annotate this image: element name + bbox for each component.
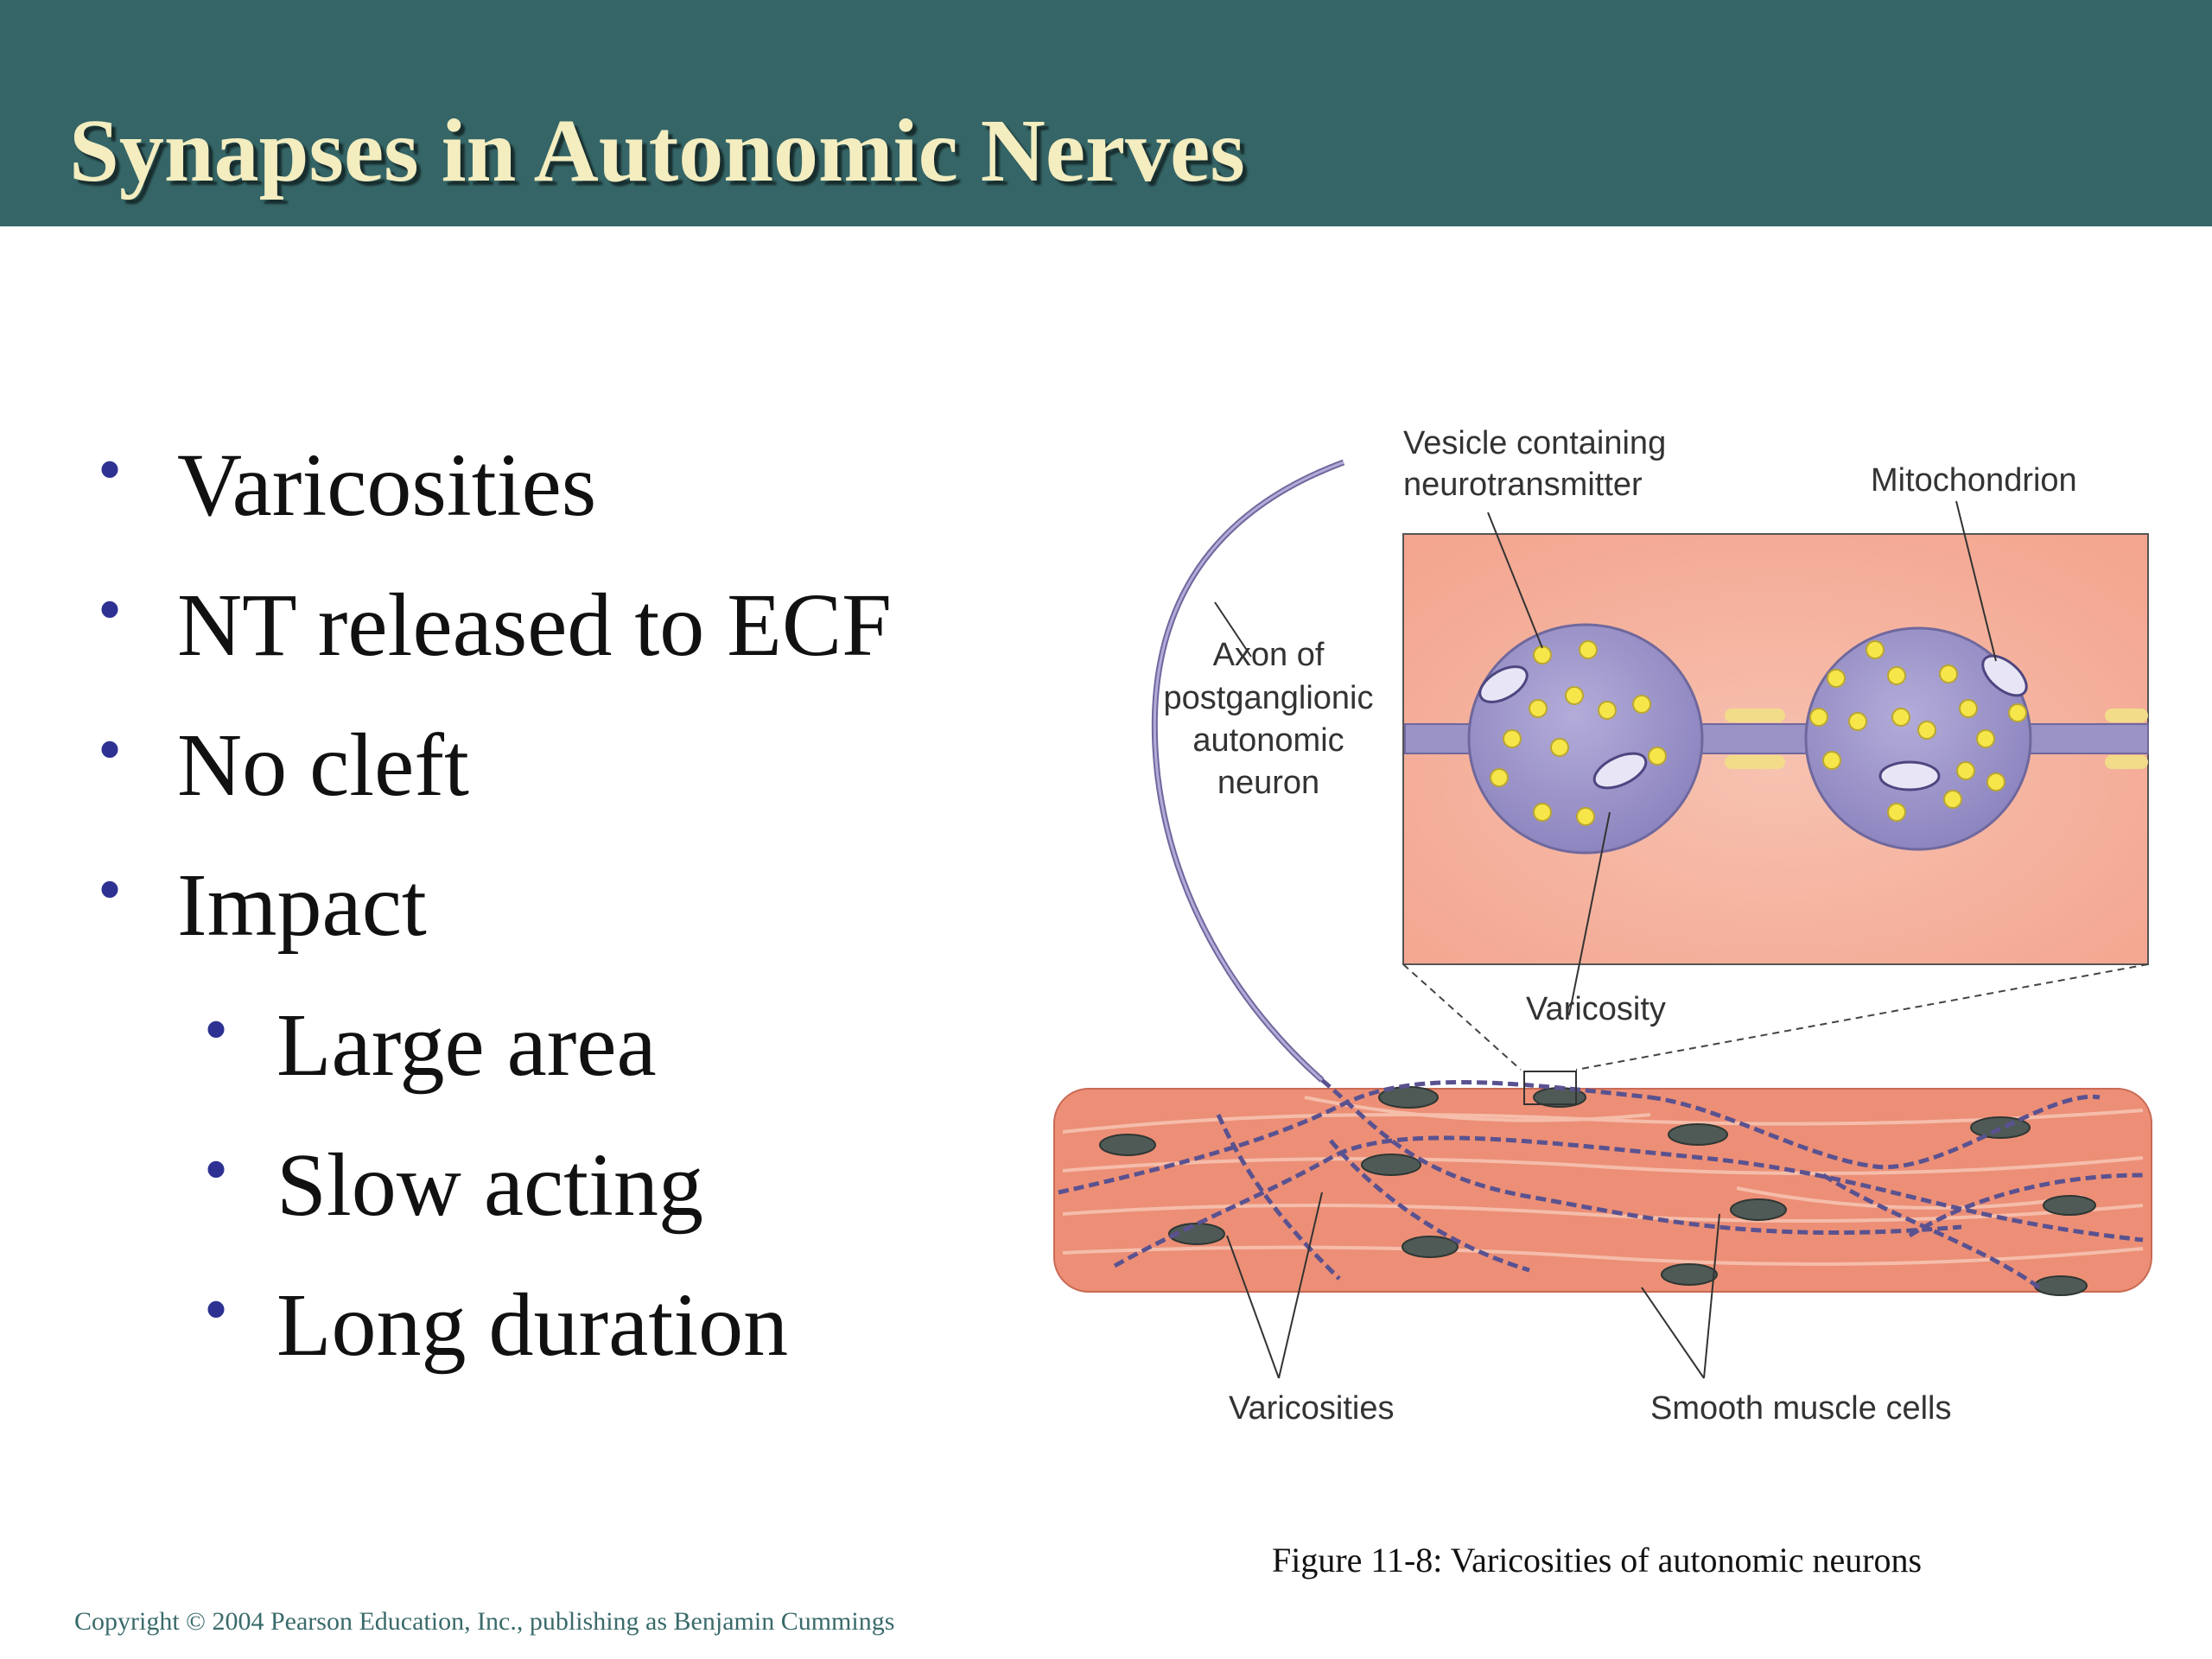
bullet-text: Large area [276, 995, 657, 1095]
label-vesicle-line1: Vesicle containing [1403, 425, 1666, 461]
label-mitochondrion: Mitochondrion [1871, 462, 2077, 499]
bullet-text: Impact [177, 855, 427, 955]
label-axon-line3: autonomic [1192, 722, 1344, 759]
sub-bullet-item: • Large area [204, 992, 657, 1100]
bullet-text: Varicosities [177, 435, 597, 535]
mitochondrion-shape [1878, 760, 1941, 791]
label-varicosity: Varicosity [1526, 991, 1666, 1027]
varicosity-diagram: Vesicle containing neurotransmitter Mito… [1053, 425, 2152, 1427]
bullet-text: NT released to ECF [177, 575, 893, 675]
pointer-lines [1214, 500, 1997, 1379]
varicosity-body [1804, 626, 2032, 851]
zoom-line [1402, 963, 1522, 1071]
schwann-segment [1725, 709, 1785, 722]
vesicles [1490, 640, 2027, 826]
bullet-text: Long duration [276, 1275, 789, 1375]
figure-caption: Figure 11-8: Varicosities of autonomic n… [1272, 1541, 1923, 1580]
schwann-segment [2105, 709, 2148, 722]
bullet-text: Slow acting [276, 1135, 703, 1235]
label-axon-line4: neuron [1217, 765, 1319, 801]
label-smooth-muscle: Smooth muscle cells [1650, 1390, 1951, 1427]
zoom-region-box [1523, 1071, 1577, 1105]
label-vesicle-line2: neurotransmitter [1403, 467, 1643, 503]
bullet-dot-icon: • [98, 712, 123, 788]
sub-bullet-item: • Slow acting [204, 1132, 703, 1240]
title-bar: Synapses in Autonomic Nerves [0, 0, 2212, 226]
sub-bullet-item: • Long duration [204, 1272, 789, 1380]
bullet-text: No cleft [177, 715, 469, 815]
bullet-item: • Impact [98, 852, 427, 960]
label-axon-line1: Axon of [1213, 637, 1325, 673]
bullet-dot-icon: • [98, 432, 123, 508]
label-axon-line2: postganglionic [1164, 680, 1374, 716]
bullet-item: • No cleft [98, 712, 469, 820]
bullet-dot-icon: • [204, 992, 229, 1068]
bullet-dot-icon: • [204, 1132, 229, 1208]
zoom-line [1575, 963, 2149, 1071]
slide-title: Synapses in Autonomic Nerves [69, 101, 1245, 200]
schwann-segment [1725, 755, 1785, 769]
muscle-nuclei [1099, 1086, 2096, 1296]
inset-content [1404, 623, 2149, 855]
mitochondrion-shape [1478, 665, 1529, 703]
copyright-notice: Copyright © 2004 Pearson Education, Inc.… [74, 1607, 895, 1636]
bullet-item: • NT released to ECF [98, 572, 893, 680]
bullet-dot-icon: • [204, 1272, 229, 1348]
bullet-dot-icon: • [98, 852, 123, 928]
label-varicosities: Varicosities [1229, 1390, 1394, 1427]
axon-path-highlight [1153, 461, 1344, 1082]
smooth-muscle-sheet [1053, 1071, 2152, 1296]
bullet-dot-icon: • [98, 572, 123, 648]
mitochondrion-shape [1592, 752, 1648, 790]
varicosity-body [1467, 623, 1704, 855]
schwann-segment [2105, 755, 2148, 769]
bullet-item: • Varicosities [98, 432, 597, 540]
mitochondrion-shape [1981, 654, 2028, 697]
